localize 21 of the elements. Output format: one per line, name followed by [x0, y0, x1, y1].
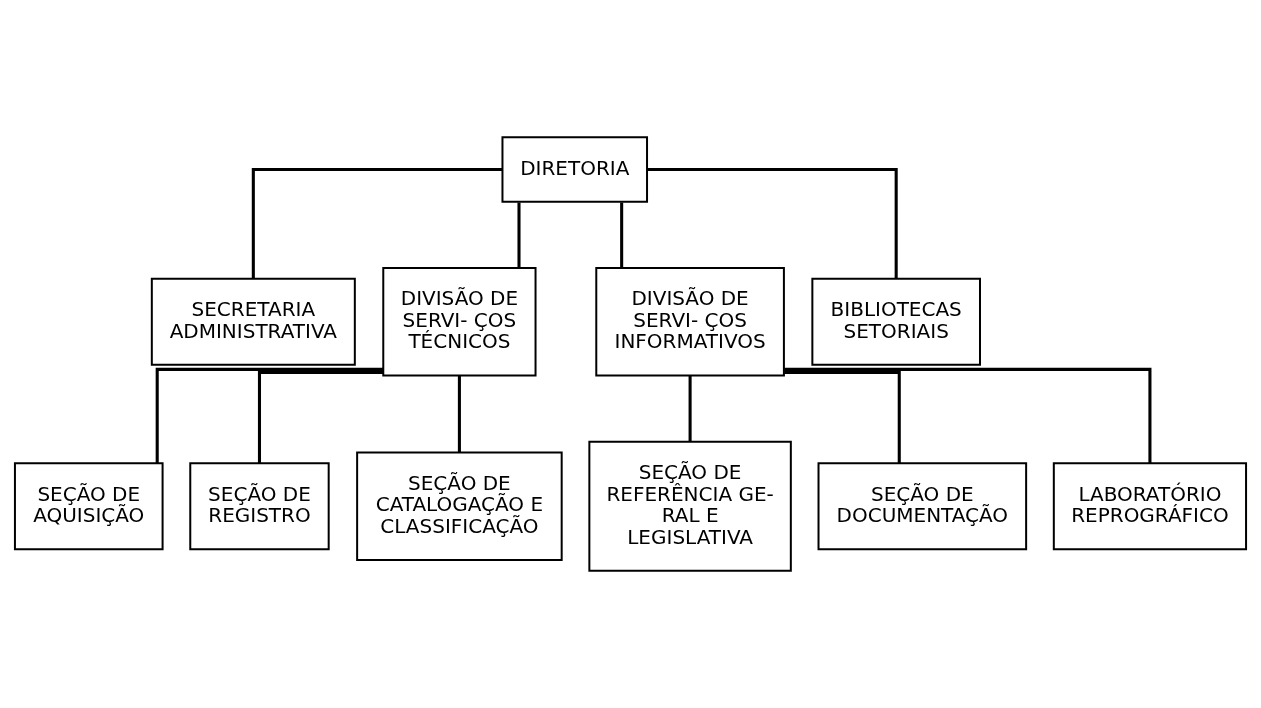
- connector: [517, 202, 521, 268]
- connector: [784, 367, 1152, 463]
- node-box: SEÇÃO DE REFERÊNCIA GE- RAL E LEGISLATIVA: [588, 440, 792, 572]
- connector: [688, 375, 692, 442]
- connector: [784, 370, 901, 464]
- node-box: SEÇÃO DE REGISTRO: [189, 462, 330, 551]
- node-box: DIVISÃO DE SERVI- ÇOS TÉCNICOS: [382, 266, 537, 377]
- node-box: SECRETARIA ADMINISTRATIVA: [150, 277, 356, 366]
- node-box: DIVISÃO DE SERVI- ÇOS INFORMATIVOS: [595, 266, 785, 377]
- connector: [647, 167, 898, 279]
- connector: [457, 375, 461, 452]
- node-box: LABORATÓRIO REPROGRÁFICO: [1052, 462, 1248, 551]
- connector: [251, 167, 503, 279]
- node-box: BIBLIOTECAS SETORIAIS: [811, 277, 981, 366]
- node-box: SEÇÃO DE DOCUMENTAÇÃO: [817, 462, 1028, 551]
- node-box: DIRETORIA: [501, 136, 649, 203]
- connector: [155, 367, 384, 463]
- node-box: SEÇÃO DE AQUISIÇÃO: [13, 462, 164, 551]
- connector: [257, 370, 384, 464]
- connector: [620, 202, 624, 268]
- node-box: SEÇÃO DE CATALOGAÇÃO E CLASSIFICAÇÃO: [356, 451, 563, 562]
